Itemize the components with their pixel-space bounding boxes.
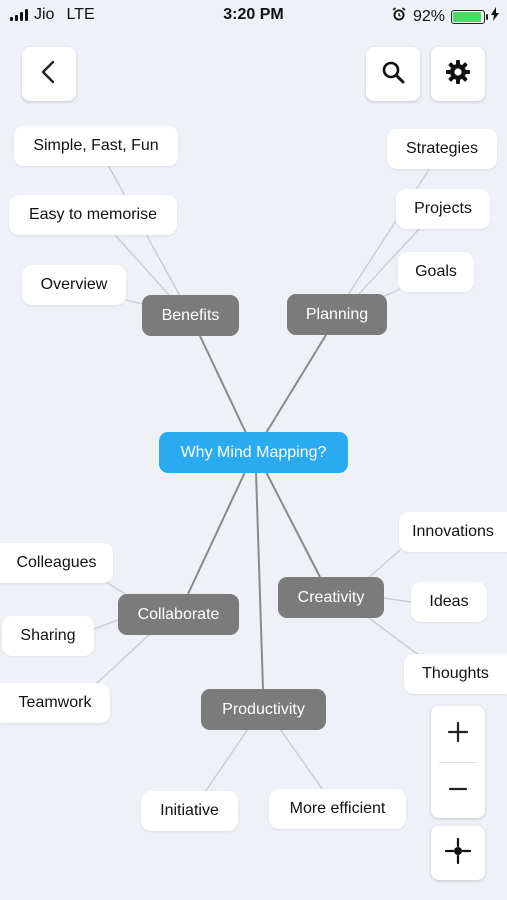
carrier-label: Jio: [34, 6, 55, 23]
signal-icon: [10, 9, 28, 21]
connector-root-benefits: [199, 335, 247, 434]
connector-collaborate-teamwork: [95, 633, 151, 685]
network-label: LTE: [66, 6, 95, 23]
connector-collaborate-sharing: [93, 619, 119, 630]
mindmap-root-node[interactable]: Why Mind Mapping?: [159, 432, 348, 473]
mindmap-node-thoughts[interactable]: Thoughts: [404, 654, 507, 694]
mindmap-node-colleagues[interactable]: Colleagues: [0, 543, 113, 583]
recenter-button[interactable]: [431, 826, 485, 880]
recenter-icon: [444, 837, 472, 869]
gear-icon: [445, 59, 471, 90]
connector-productivity-more-efficient: [279, 728, 324, 791]
search-button[interactable]: [366, 47, 420, 101]
mindmap-node-creativity[interactable]: Creativity: [278, 577, 384, 618]
mindmap-node-teamwork[interactable]: Teamwork: [0, 683, 110, 723]
connector-creativity-thoughts: [365, 615, 421, 657]
status-right: 92%: [391, 6, 499, 27]
connector-productivity-initiative: [204, 728, 249, 793]
zoom-divider: [439, 762, 477, 763]
zoom-in-button[interactable]: [431, 706, 485, 762]
connector-root-planning: [265, 334, 327, 434]
connector-collaborate-colleagues: [105, 581, 129, 597]
mindmap-node-strategies[interactable]: Strategies: [387, 129, 497, 169]
mindmap-node-initiative[interactable]: Initiative: [141, 791, 238, 831]
chevron-left-icon: [38, 59, 60, 90]
mindmap-node-easy-to-memorise[interactable]: Easy to memorise: [9, 195, 177, 235]
battery-percent: 92%: [412, 7, 445, 25]
charging-icon: [491, 7, 499, 26]
mindmap-node-planning[interactable]: Planning: [287, 294, 387, 335]
mindmap-node-simple-fast-fun[interactable]: Simple, Fast, Fun: [14, 126, 178, 166]
status-bar: Jio LTE 3:20 PM 92%: [0, 0, 507, 30]
connector-root-productivity: [255, 471, 264, 690]
back-button[interactable]: [22, 47, 76, 101]
mindmap-node-overview[interactable]: Overview: [22, 265, 126, 305]
mindmap-node-goals[interactable]: Goals: [398, 252, 474, 292]
status-time: 3:20 PM: [223, 6, 284, 23]
mindmap-node-productivity[interactable]: Productivity: [201, 689, 326, 730]
zoom-out-button[interactable]: [431, 763, 485, 819]
connector-root-creativity: [265, 471, 321, 578]
connector-creativity-ideas: [382, 597, 412, 603]
mindmap-node-more-efficient[interactable]: More efficient: [269, 789, 406, 829]
search-icon: [380, 59, 406, 90]
mindmap-node-ideas[interactable]: Ideas: [411, 582, 487, 622]
alarm-icon: [391, 6, 407, 27]
connector-benefits-overview: [125, 299, 144, 305]
settings-button[interactable]: [431, 47, 485, 101]
mindmap-node-projects[interactable]: Projects: [396, 189, 490, 229]
mindmap-node-innovations[interactable]: Innovations: [399, 512, 507, 552]
battery-icon: [451, 9, 488, 24]
mindmap-node-benefits[interactable]: Benefits: [142, 295, 239, 336]
connector-planning-projects: [357, 227, 421, 296]
connector-root-collaborate: [187, 471, 246, 595]
status-left: Jio LTE: [10, 6, 95, 24]
minus-icon: [447, 778, 469, 805]
connector-creativity-innovations: [365, 549, 401, 581]
zoom-controls: [431, 706, 485, 818]
connector-benefits-easy: [114, 234, 171, 297]
mindmap-node-collaborate[interactable]: Collaborate: [118, 594, 239, 635]
plus-icon: [447, 721, 469, 748]
mindmap-node-sharing[interactable]: Sharing: [2, 616, 94, 656]
